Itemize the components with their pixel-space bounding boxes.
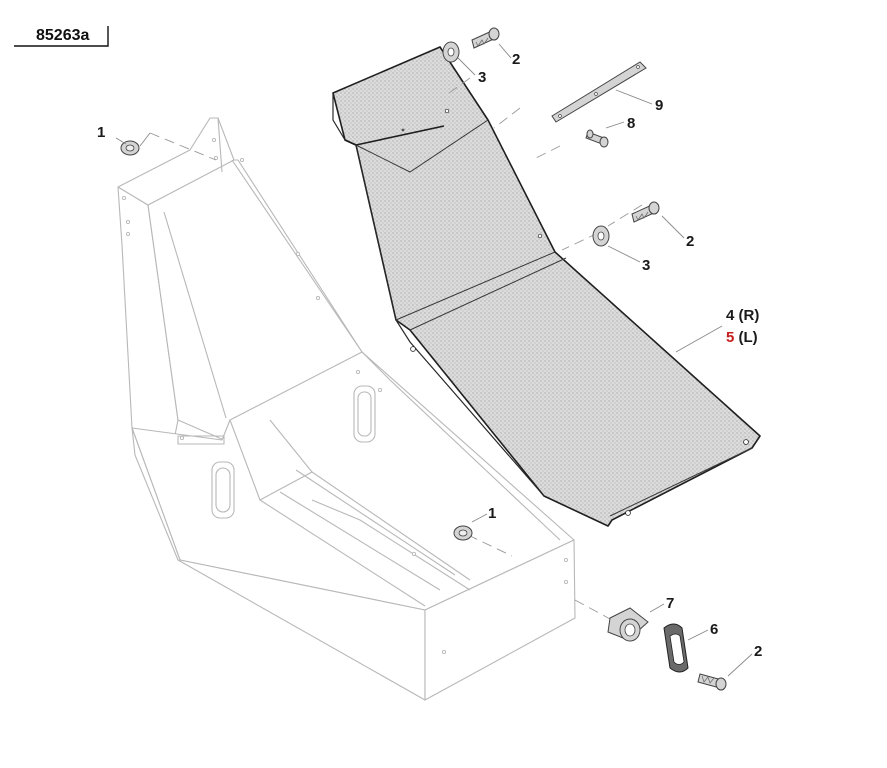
- nut-part-1-lower: [453, 525, 473, 541]
- callout-2-middle: 2: [686, 233, 694, 250]
- callout-1-upper: 1: [97, 124, 105, 141]
- callout-3-upper: 3: [478, 69, 486, 86]
- washer-part-3-lower: [592, 225, 610, 247]
- bolt-part-2-upper: [471, 27, 500, 49]
- figure-id-box: 85263a: [14, 26, 109, 47]
- clip-nut-part-7: [607, 607, 649, 642]
- latch-part-6: [663, 623, 689, 673]
- callout-4-right: 4 (R): [726, 307, 759, 324]
- mount-lines: [149, 77, 643, 621]
- callout-8: 8: [627, 115, 635, 132]
- callout-9: 9: [655, 97, 663, 114]
- callout-7: 7: [666, 595, 674, 612]
- nut-part-1-upper: [120, 140, 140, 156]
- callout-5-left: 5 (L): [726, 329, 758, 346]
- bolt-part-2-lower: [697, 673, 727, 691]
- callout-labels: 1 1 2 2 2 3 3 4 (R) 5 (L) 6 7 8 9: [97, 51, 762, 660]
- mounting-strip-part-9: [551, 61, 647, 123]
- callout-5-number: 5: [726, 329, 734, 346]
- callout-1-lower: 1: [488, 505, 496, 522]
- callout-3-lower: 3: [642, 257, 650, 274]
- callout-2-upper: 2: [512, 51, 520, 68]
- bolt-part-2-middle: [631, 201, 660, 223]
- washer-part-3-upper: [442, 41, 460, 63]
- figure-id: 85263a: [36, 27, 89, 44]
- rivet-part-8: [585, 129, 609, 148]
- callout-5-suffix: (L): [734, 329, 757, 346]
- callout-6: 6: [710, 621, 718, 638]
- ghost-chute-frame: [117, 117, 576, 701]
- callout-2-lower: 2: [754, 643, 762, 660]
- chute-cover-panel: [332, 46, 761, 527]
- leader-lines: [115, 43, 753, 677]
